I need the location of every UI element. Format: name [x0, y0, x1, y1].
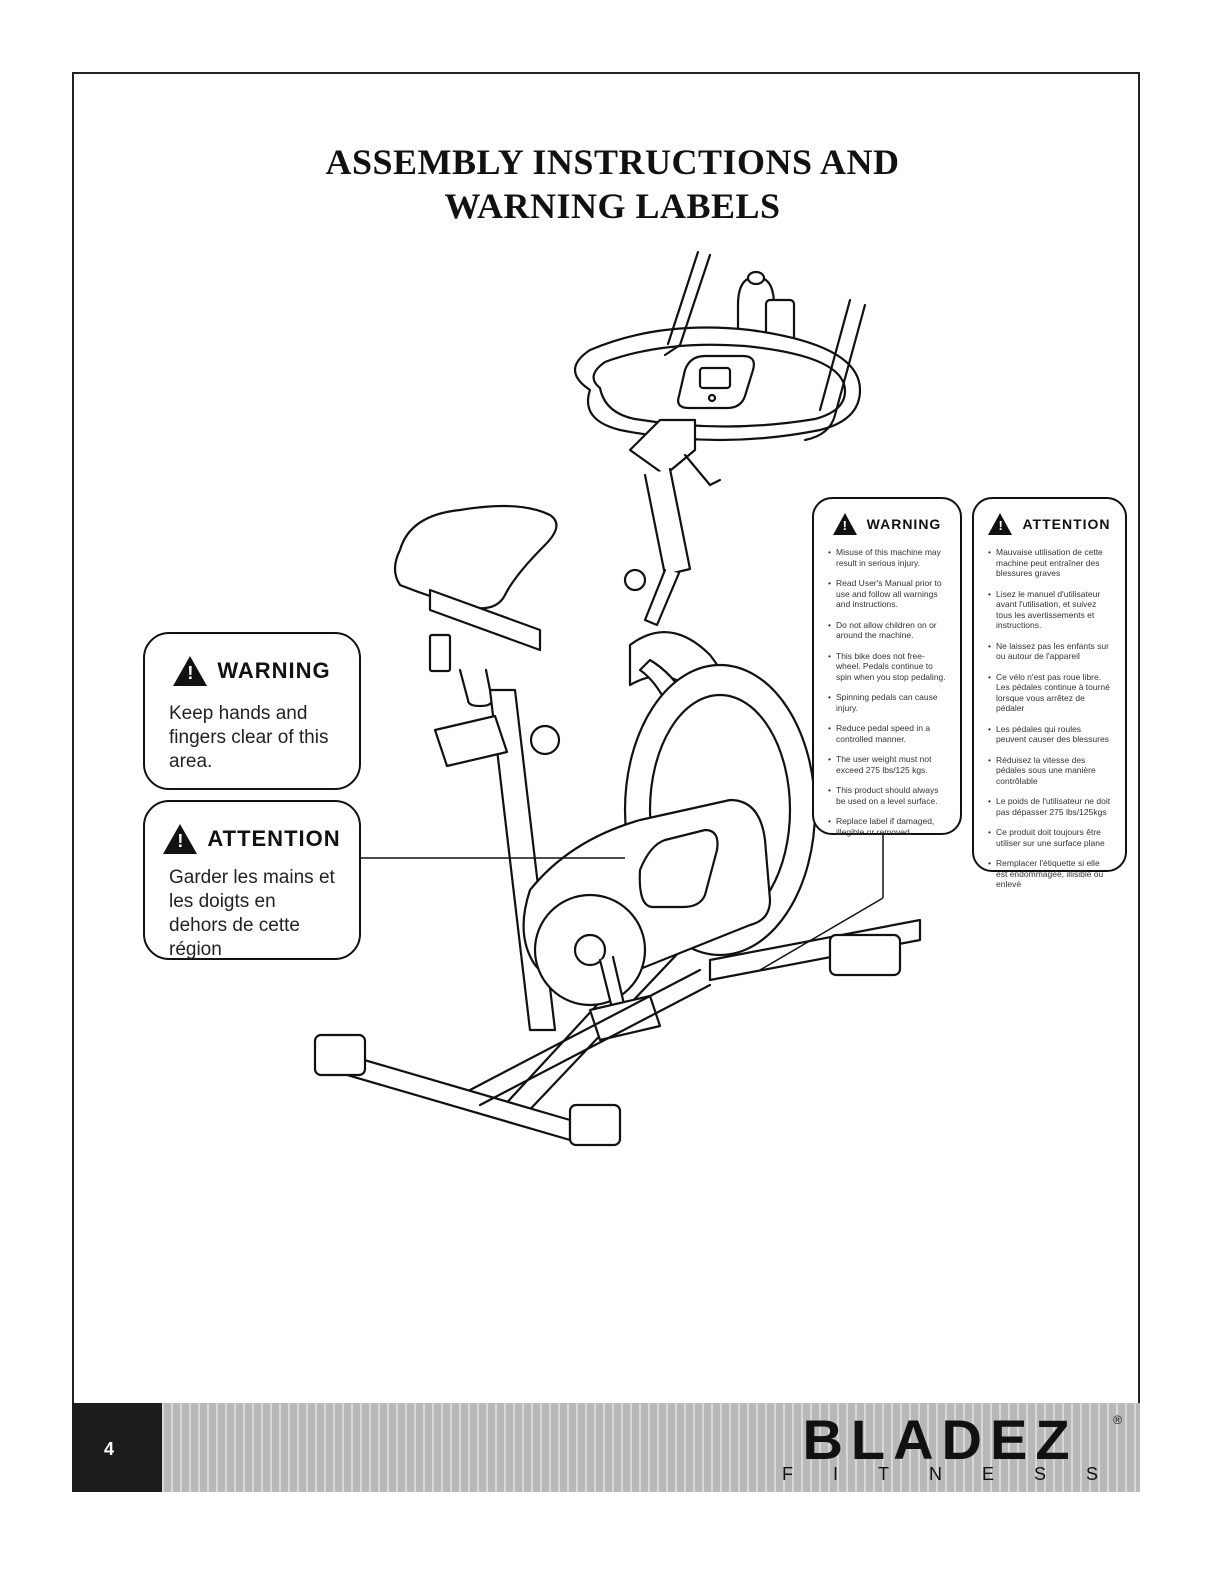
- title-line-1: ASSEMBLY INSTRUCTIONS AND: [325, 142, 900, 182]
- list-item: Misuse of this machine may result in ser…: [828, 547, 948, 568]
- warning-triangle-icon: !: [163, 824, 198, 854]
- brand-name: BLADEZ: [802, 1408, 1078, 1471]
- page-number-box: 4: [72, 1403, 162, 1492]
- list-item: Réduisez la vitesse des pédales sous une…: [988, 755, 1113, 787]
- list-item: Reduce pedal speed in a controlled manne…: [828, 723, 948, 744]
- title-line-2: WARNING LABELS: [444, 186, 781, 226]
- list-item: Lisez le manuel d'utilisateur avant l'ut…: [988, 589, 1113, 631]
- warning-triangle-icon: !: [173, 656, 208, 686]
- left-warning-text: Keep hands and fingers clear of this are…: [169, 703, 329, 772]
- list-item: Le poids de l'utilisateur ne doit pas dé…: [988, 796, 1113, 817]
- left-attention-heading: ! ATTENTION: [145, 824, 359, 854]
- page-number: 4: [104, 1439, 115, 1459]
- list-item: Remplacer l'étiquette si elle est endomm…: [988, 858, 1113, 890]
- list-item: This product should always be used on a …: [828, 785, 948, 806]
- registered-mark: ®: [1113, 1413, 1122, 1427]
- list-item: Ce produit doit toujours être utiliser s…: [988, 827, 1113, 848]
- warning-triangle-icon: !: [832, 513, 857, 535]
- right-warning-heading: ! WARNING: [814, 513, 960, 535]
- list-item: Mauvaise utilisation de cette machine pe…: [988, 547, 1113, 579]
- right-warning-list: Misuse of this machine may result in ser…: [814, 547, 960, 837]
- brand-subtitle: FITNESS: [781, 1464, 1138, 1484]
- list-item: Do not allow children on or around the m…: [828, 620, 948, 641]
- list-item: This bike does not free-wheel. Pedals co…: [828, 651, 948, 683]
- list-item: Read User's Manual prior to use and foll…: [828, 578, 948, 610]
- right-attention-title: ATTENTION: [1022, 516, 1111, 532]
- right-warning-label: ! WARNING Misuse of this machine may res…: [812, 497, 962, 837]
- list-item: Ne laissez pas les enfants sur ou autour…: [988, 641, 1113, 662]
- brand-logo: BLADEZ FITNESS: [782, 1408, 1098, 1484]
- left-attention-text: Garder les mains et les doigts en dehors…: [169, 867, 335, 960]
- left-warning-title: WARNING: [217, 658, 331, 683]
- right-attention-label: ! ATTENTION Mauvaise utilisation de cett…: [972, 497, 1127, 889]
- footer-stripes: [162, 1403, 1140, 1492]
- right-attention-heading: ! ATTENTION: [974, 513, 1125, 535]
- warning-triangle-icon: !: [988, 513, 1013, 535]
- list-item: Les pédales qui roules peuvent causer de…: [988, 724, 1113, 745]
- left-warning-heading: ! WARNING: [145, 656, 359, 686]
- page-title: ASSEMBLY INSTRUCTIONS AND WARNING LABELS: [0, 140, 1225, 228]
- right-warning-title: WARNING: [866, 516, 942, 532]
- list-item: Spinning pedals can cause injury.: [828, 692, 948, 713]
- page-footer: 4 BLADEZ FITNESS ®: [72, 1403, 1140, 1492]
- right-attention-list: Mauvaise utilisation de cette machine pe…: [974, 547, 1125, 890]
- left-warning-label: ! WARNING Keep hands and fingers clear o…: [143, 632, 361, 790]
- list-item: The user weight must not exceed 275 lbs/…: [828, 754, 948, 775]
- list-item: Replace label if damaged, illegible or r…: [828, 816, 948, 837]
- left-attention-title: ATTENTION: [207, 826, 341, 851]
- list-item: Ce vélo n'est pas roue libre. Les pédale…: [988, 672, 1113, 714]
- left-attention-label: ! ATTENTION Garder les mains et les doig…: [143, 800, 361, 960]
